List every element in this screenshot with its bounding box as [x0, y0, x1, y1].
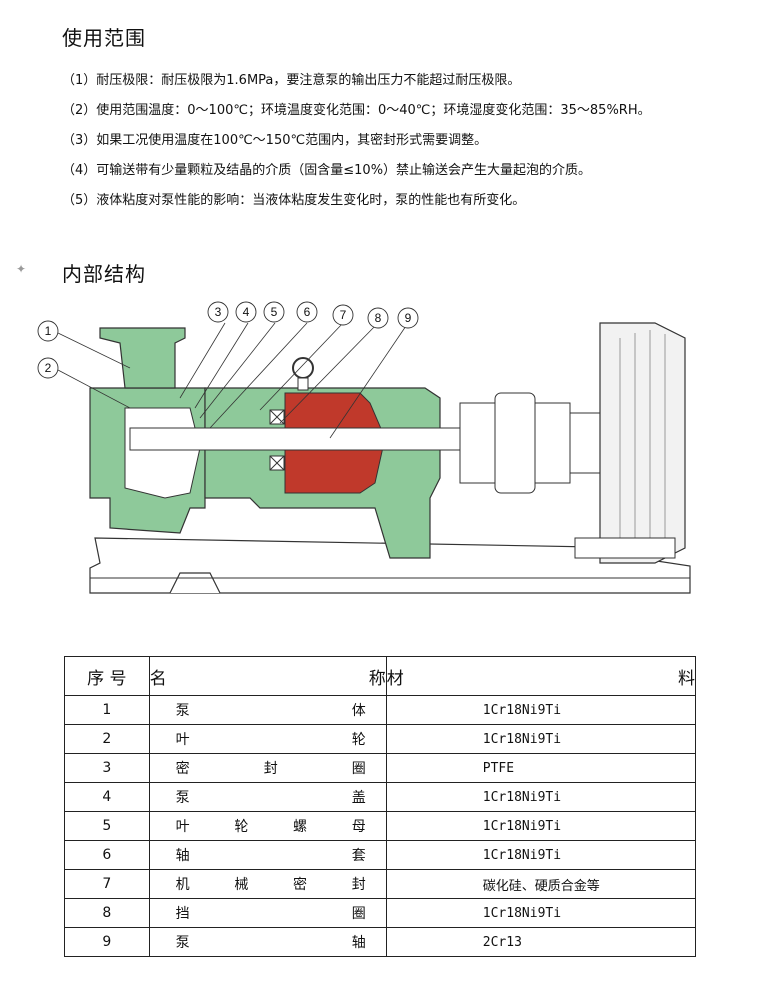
part-material: 1Cr18Ni9Ti	[385, 811, 697, 841]
header-name: 名 称	[148, 656, 387, 696]
part-material: 碳化硅、硬质合金等	[385, 869, 697, 899]
part-name-char: 泵	[175, 703, 190, 719]
part-name-char: 封	[263, 761, 278, 777]
usage-item-4: （4）可输送带有少量颗粒及结晶的介质（固含量≤10%）禁止输送会产生大量起泡的介…	[62, 163, 592, 178]
header-material: 材 料	[385, 656, 697, 696]
part-material: 1Cr18Ni9Ti	[385, 898, 697, 928]
part-name-char: 叶	[175, 732, 190, 748]
part-name-char: 圈	[351, 761, 366, 777]
part-name: 泵体	[148, 695, 387, 725]
part-name-char: 圈	[351, 906, 366, 922]
section-title-structure: 内部结构	[62, 262, 146, 286]
usage-item-1: （1）耐压极限：耐压极限为1.6MPa，要注意泵的输出压力不能超过耐压极限。	[62, 73, 521, 88]
table-row: 7 机 械 密 封 碳化硅、硬质合金等	[64, 869, 697, 899]
callout-7: 7	[340, 308, 347, 322]
part-number: 8	[64, 898, 150, 928]
part-name-char: 挡	[175, 906, 190, 922]
part-name-char: 轴	[175, 848, 190, 864]
callout-2: 2	[45, 361, 52, 375]
part-name: 机械密封	[148, 869, 387, 899]
table-header-row: 序 号 名 称 材 料	[64, 656, 697, 696]
part-name-char: 械	[234, 877, 249, 893]
part-name-char: 机	[175, 877, 190, 893]
part-name-char: 泵	[175, 935, 190, 951]
usage-item-5: （5）液体粘度对泵性能的影响：当液体粘度发生变化时，泵的性能也有所变化。	[62, 193, 526, 208]
part-name-char: 套	[351, 848, 366, 864]
part-name-char: 密	[293, 877, 308, 893]
usage-item-2: （2）使用范围温度：0～100℃；环境温度变化范围：0～40℃；环境湿度变化范围…	[62, 103, 651, 118]
header-name-char: 称	[368, 668, 386, 689]
header-material-char: 料	[678, 668, 695, 689]
usage-item-3: （3）如果工况使用温度在100℃～150℃范围内，其密封形式需要调整。	[62, 133, 488, 148]
part-number: 4	[64, 782, 150, 812]
header-material-char: 材	[386, 668, 404, 689]
part-name-char: 轮	[351, 732, 366, 748]
part-number: 2	[64, 724, 150, 754]
callout-9: 9	[405, 311, 412, 325]
callout-5: 5	[271, 305, 278, 319]
part-name: 密封圈	[148, 753, 387, 783]
pump-cross-section-diagram: 1 2 3 4 5 6 7 8 9	[37, 301, 691, 594]
part-number: 5	[64, 811, 150, 841]
part-material: 1Cr18Ni9Ti	[385, 695, 697, 725]
header-no: 序 号	[64, 656, 150, 696]
part-number: 6	[64, 840, 150, 870]
callout-8: 8	[375, 311, 382, 325]
part-number: 9	[64, 927, 150, 957]
part-name: 挡圈	[148, 898, 387, 928]
part-material: PTFE	[385, 753, 697, 783]
table-row: 5 叶 轮 螺 母 1Cr18Ni9Ti	[64, 811, 697, 841]
part-name-char: 体	[351, 703, 366, 719]
header-name-char: 名	[149, 668, 167, 689]
part-material: 2Cr13	[385, 927, 697, 957]
usage-list: （1）耐压极限：耐压极限为1.6MPa，要注意泵的输出压力不能超过耐压极限。 （…	[62, 66, 762, 216]
part-number: 3	[64, 753, 150, 783]
part-number: 1	[64, 695, 150, 725]
part-name-char: 盖	[351, 790, 366, 806]
part-name: 轴套	[148, 840, 387, 870]
part-name-char: 螺	[293, 819, 308, 835]
part-number: 7	[64, 869, 150, 899]
callout-4: 4	[243, 305, 250, 319]
part-name-char: 封	[351, 877, 366, 893]
title-ornament: ✦	[16, 262, 27, 276]
part-name: 泵轴	[148, 927, 387, 957]
part-material: 1Cr18Ni9Ti	[385, 782, 697, 812]
callout-3: 3	[215, 305, 222, 319]
part-name: 叶轮螺母	[148, 811, 387, 841]
part-name: 叶轮	[148, 724, 387, 754]
part-name-char: 泵	[175, 790, 190, 806]
table-row: 3 密 封 圈 PTFE	[64, 753, 697, 783]
section-title-usage: 使用范围	[62, 26, 146, 50]
callout-1: 1	[45, 324, 52, 338]
part-material: 1Cr18Ni9Ti	[385, 724, 697, 754]
part-name-char: 轴	[351, 935, 366, 951]
part-name-char: 母	[351, 819, 366, 835]
part-name: 泵盖	[148, 782, 387, 812]
part-name-char: 轮	[234, 819, 249, 835]
callout-6: 6	[304, 305, 311, 319]
part-material: 1Cr18Ni9Ti	[385, 840, 697, 870]
part-name-char: 密	[175, 761, 190, 777]
part-name-char: 叶	[175, 819, 190, 835]
